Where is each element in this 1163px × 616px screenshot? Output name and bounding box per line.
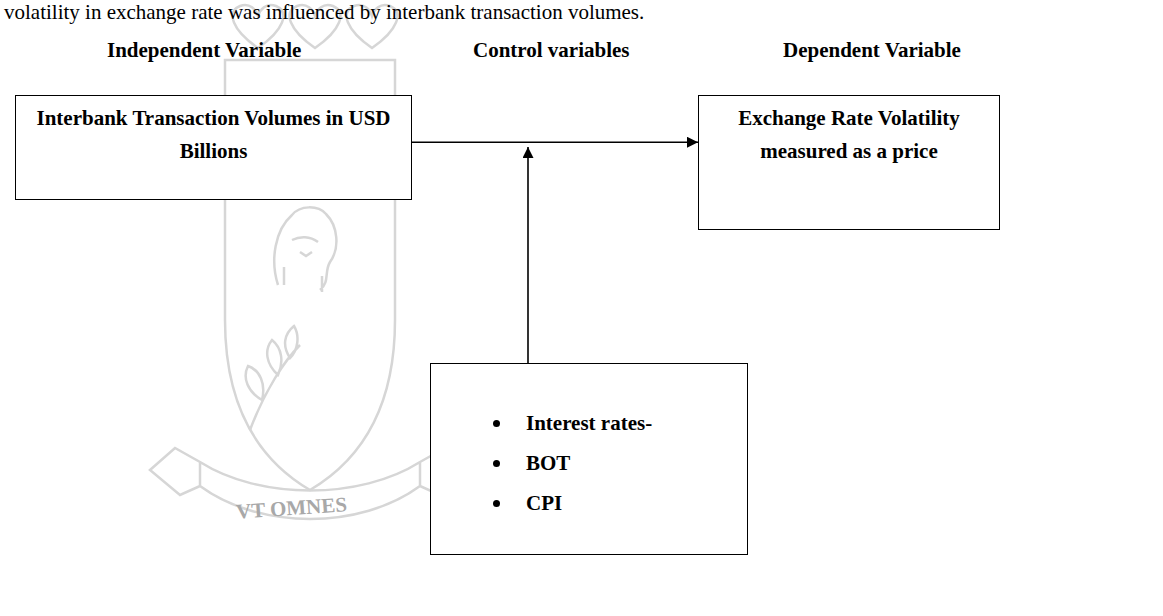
- bullet-dot: [493, 500, 500, 507]
- leaf-branch: [246, 326, 300, 430]
- variable-name: BOT: [526, 449, 570, 477]
- variable-name: Interest rates-: [526, 409, 652, 437]
- bullet-item: Interest rates-: [493, 403, 733, 443]
- column-heading: Independent Variable: [107, 38, 301, 63]
- arrow-connector: [412, 141, 698, 143]
- bullet-dot: [493, 420, 500, 427]
- column-heading: Control variables: [473, 38, 630, 63]
- variable-name: Exchange Rate Volatility measured as a p…: [711, 102, 987, 168]
- watermark-text: VT OMNES: [235, 492, 348, 525]
- bullet-dot: [493, 460, 500, 467]
- variable-name: Interbank Transaction Volumes in USD Bil…: [28, 102, 399, 168]
- variable-box: Exchange Rate Volatility measured as a p…: [698, 95, 1000, 230]
- variable-box: Interbank Transaction Volumes in USD Bil…: [15, 95, 412, 200]
- body-text: volatility in exchange rate was influenc…: [4, 0, 644, 25]
- column-heading: Dependent Variable: [783, 38, 961, 63]
- bullet-item: BOT: [493, 443, 733, 483]
- lion: [274, 207, 336, 292]
- moderator-arrow: [527, 147, 529, 363]
- variable-name: CPI: [526, 489, 562, 517]
- control-variables-box: Interest rates- BOT CPI: [430, 363, 748, 555]
- bullet-item: CPI: [493, 483, 733, 523]
